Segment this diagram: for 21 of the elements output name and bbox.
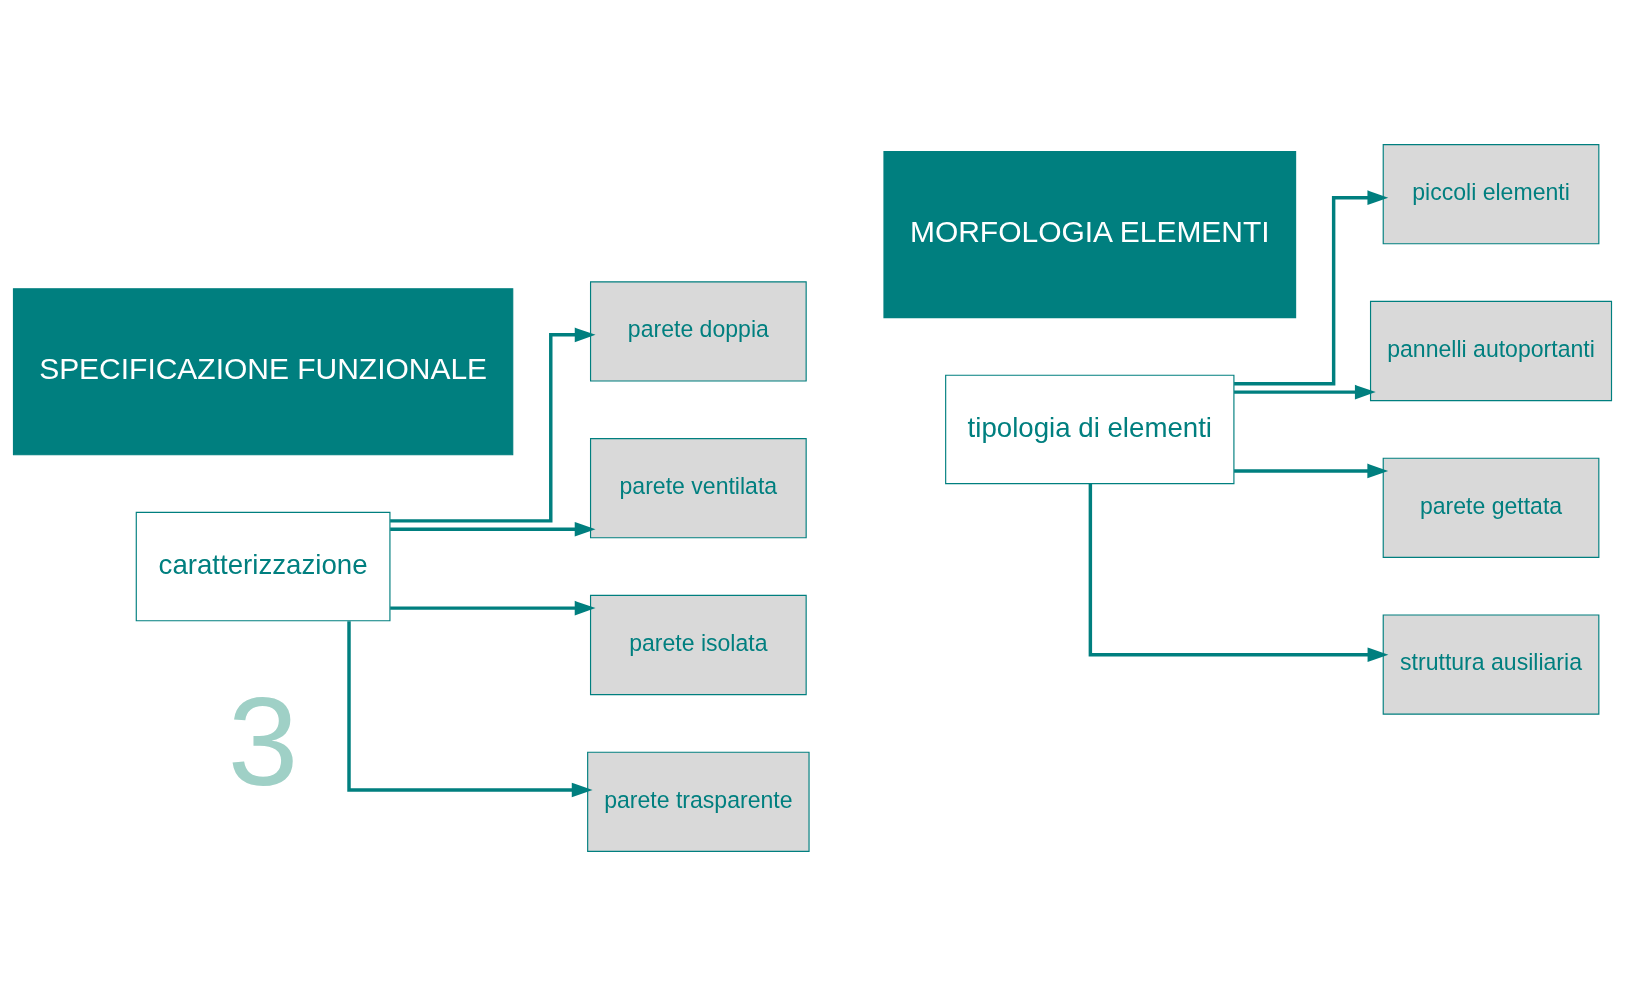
arrow xyxy=(390,521,596,537)
arrow xyxy=(347,620,593,797)
arrow xyxy=(390,327,596,523)
node-box: tipologia di elementi xyxy=(945,374,1235,484)
node-box: parete trasparente xyxy=(587,751,810,852)
node-box: parete gettata xyxy=(1382,457,1600,558)
node-box: SPECIFICAZIONE FUNZIONALE xyxy=(12,287,514,455)
node-box: parete doppia xyxy=(589,280,807,382)
node-box: struttura ausiliaria xyxy=(1382,613,1600,715)
node-box: parete isolata xyxy=(589,594,807,695)
arrow xyxy=(1234,189,1389,385)
arrow xyxy=(390,600,596,615)
arrow xyxy=(1234,384,1376,399)
node-box: piccoli elementi xyxy=(1382,143,1600,244)
node-box: caratterizzazione xyxy=(135,511,391,621)
arrow xyxy=(1088,483,1389,662)
node-box: MORFOLOGIA ELEMENTI xyxy=(883,150,1297,318)
node-box: parete ventilata xyxy=(589,437,807,538)
node-box: pannelli autoportanti xyxy=(1369,300,1613,401)
label: 3 xyxy=(227,669,299,812)
arrow xyxy=(1234,463,1389,478)
